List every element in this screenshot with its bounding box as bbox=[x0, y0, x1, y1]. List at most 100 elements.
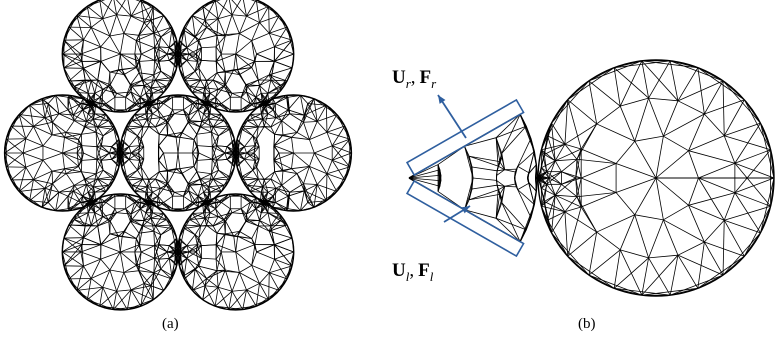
panel-b-wedge-edge bbox=[501, 157, 506, 170]
panel-b-wedge-edge bbox=[535, 178, 537, 192]
panel-a-disk-6-edge bbox=[186, 47, 197, 55]
panel-a-disk-4-edge bbox=[74, 120, 87, 122]
panel-a-disk-5-edge bbox=[146, 101, 154, 105]
panel-a-disk-5-edge bbox=[155, 79, 167, 87]
panel-a-disk-0-edge bbox=[200, 126, 212, 133]
panel-b-large-disk-edge bbox=[547, 219, 569, 257]
panel-a-disk-1-edge bbox=[275, 184, 282, 189]
panel-a-disk-6-edge bbox=[253, 97, 257, 104]
panel-a-disk-0-edge bbox=[218, 169, 230, 177]
panel-a-disk-3-edge bbox=[118, 231, 125, 237]
panel-b-large-disk-edge bbox=[704, 80, 724, 115]
panel-a-disk-1-edge bbox=[274, 152, 294, 161]
panel-a-disk-3-edge bbox=[90, 278, 103, 288]
panel-a-disk-3-edge bbox=[97, 225, 102, 245]
panel-a-disk-5-edge bbox=[123, 67, 137, 75]
panel-a-disk-5-edge bbox=[166, 47, 170, 55]
panel-a-disk-6-edge bbox=[237, 69, 247, 85]
panel-a-disk-6-edge bbox=[286, 26, 293, 41]
panel-a-disk-4-edge bbox=[101, 145, 112, 148]
panel-a-disk-3-edge bbox=[143, 212, 147, 221]
panel-b-wedge-edge bbox=[495, 114, 521, 138]
panel-a-disk-0-edge bbox=[147, 186, 161, 189]
panel-a-disk-2-edge bbox=[274, 258, 288, 280]
panel-a-disk-6-edge bbox=[268, 6, 288, 28]
panel-b-large-disk-edge bbox=[655, 136, 664, 179]
panel-b-large-disk-edge bbox=[588, 274, 642, 296]
panel-a-disk-3-edge bbox=[136, 257, 155, 266]
panel-a-disk-5-edge bbox=[123, 33, 137, 41]
panel-a-disk-1-edge bbox=[263, 179, 269, 193]
panel-a-disk-4-edge bbox=[81, 171, 97, 175]
panel-a-disk-2-edge bbox=[255, 208, 260, 221]
panel-a-disk-3-edge bbox=[76, 266, 84, 291]
panel-a-disk-5-edge bbox=[151, 85, 167, 89]
panel-a-disk-6-edge bbox=[231, 14, 240, 34]
panel-a-disk-1-edge bbox=[249, 191, 262, 193]
panel-a-disk-2-edge bbox=[270, 225, 275, 245]
panel-b-wedge-edge bbox=[499, 161, 505, 170]
panel-a-disk-0-edge bbox=[208, 178, 214, 187]
panel-b-large-disk-edge bbox=[641, 60, 649, 99]
panel-a-disk-0-edge bbox=[211, 159, 213, 174]
panel-b-wedge-edge bbox=[472, 177, 497, 181]
panel-a-disk-6-edge bbox=[267, 93, 270, 102]
panel-a-disk-3-edge bbox=[158, 251, 168, 260]
panel-a-disk-5-edge bbox=[99, 0, 104, 19]
panel-a-disk-0-edge bbox=[158, 152, 164, 161]
panel-a-disk-2-edge bbox=[191, 269, 196, 291]
panel-a-disk-4-edge bbox=[52, 170, 67, 174]
panel-b-wedge-edge bbox=[469, 155, 499, 167]
panel-b-large-disk-edge bbox=[641, 287, 698, 296]
panel-a-disk-0-edge bbox=[192, 152, 198, 161]
panel-a-disk-2-edge bbox=[274, 244, 294, 253]
panel-a-disk-6-edge bbox=[237, 61, 256, 71]
panel-a-disk-0-edge bbox=[211, 135, 219, 147]
panel-a-disk-5-edge bbox=[154, 47, 160, 62]
panel-b-large-disk-edge bbox=[576, 123, 598, 160]
panel-a-disk-2-edge bbox=[202, 201, 210, 205]
panel-a-disk-0-edge bbox=[183, 202, 197, 210]
panel-a-disk-3-edge bbox=[109, 269, 124, 273]
panel-b-large-disk-edge bbox=[743, 99, 771, 150]
panel-a-disk-4-edge bbox=[44, 188, 49, 203]
panel-a-disk-4-edge bbox=[52, 173, 67, 185]
panel-a-disk-6-edge bbox=[177, 40, 180, 55]
panel-a-disk-2-edge bbox=[181, 257, 187, 263]
panel-a-disk-6-edge bbox=[188, 47, 202, 55]
panel-a-disk-1-edge bbox=[275, 113, 290, 119]
panel-a-disk-2-edge bbox=[216, 269, 226, 272]
panel-a-disk-1-edge bbox=[291, 137, 294, 154]
panel-a-disk-2-edge bbox=[257, 212, 262, 227]
panel-a-disk-2-edge bbox=[186, 245, 190, 253]
panel-a-disk-1-edge bbox=[326, 125, 345, 133]
panel-a-disk-4-edge bbox=[19, 187, 46, 192]
panel-a-disk-6-edge bbox=[267, 79, 272, 94]
panel-a-disk-6-edge bbox=[195, 47, 202, 55]
panel-a-disk-1-edge bbox=[326, 160, 333, 174]
panel-a-disk-6-edge bbox=[220, 35, 226, 55]
panel-a-disk-2-edge bbox=[194, 268, 207, 279]
panel-a-disk-6-edge bbox=[260, 93, 263, 103]
panel-a-disk-2-edge bbox=[215, 259, 218, 271]
panel-a-disk-5-edge bbox=[143, 79, 156, 86]
panel-a-disk-3-edge bbox=[134, 251, 140, 271]
panel-a-disk-1-edge bbox=[281, 120, 284, 135]
panel-a-disk-3-edge bbox=[168, 245, 176, 254]
panel-a-disk-4-edge bbox=[55, 192, 60, 211]
panel-a-disk-0-edge bbox=[146, 113, 153, 120]
panel-a-disk-0-edge bbox=[211, 131, 219, 137]
panel-a-disk-6-edge bbox=[214, 0, 219, 19]
panel-a-disk-6-edge bbox=[180, 64, 185, 78]
panel-a-disk-1-edge bbox=[254, 158, 260, 161]
panel-a-disk-5-edge bbox=[62, 39, 84, 55]
panel-a-disk-2-edge bbox=[233, 236, 237, 253]
panel-a-disk-5-edge bbox=[97, 61, 102, 81]
panel-a-disk-5-edge bbox=[87, 80, 92, 94]
panel-a-disk-6-edge bbox=[232, 14, 247, 17]
panel-a-disk-2-edge bbox=[216, 220, 226, 234]
panel-a-disk-1-edge bbox=[267, 191, 274, 197]
panel-a-disk-5-edge bbox=[120, 53, 140, 62]
panel-a-disk-2-edge bbox=[184, 228, 196, 236]
panel-a-disk-0-edge bbox=[150, 199, 161, 203]
